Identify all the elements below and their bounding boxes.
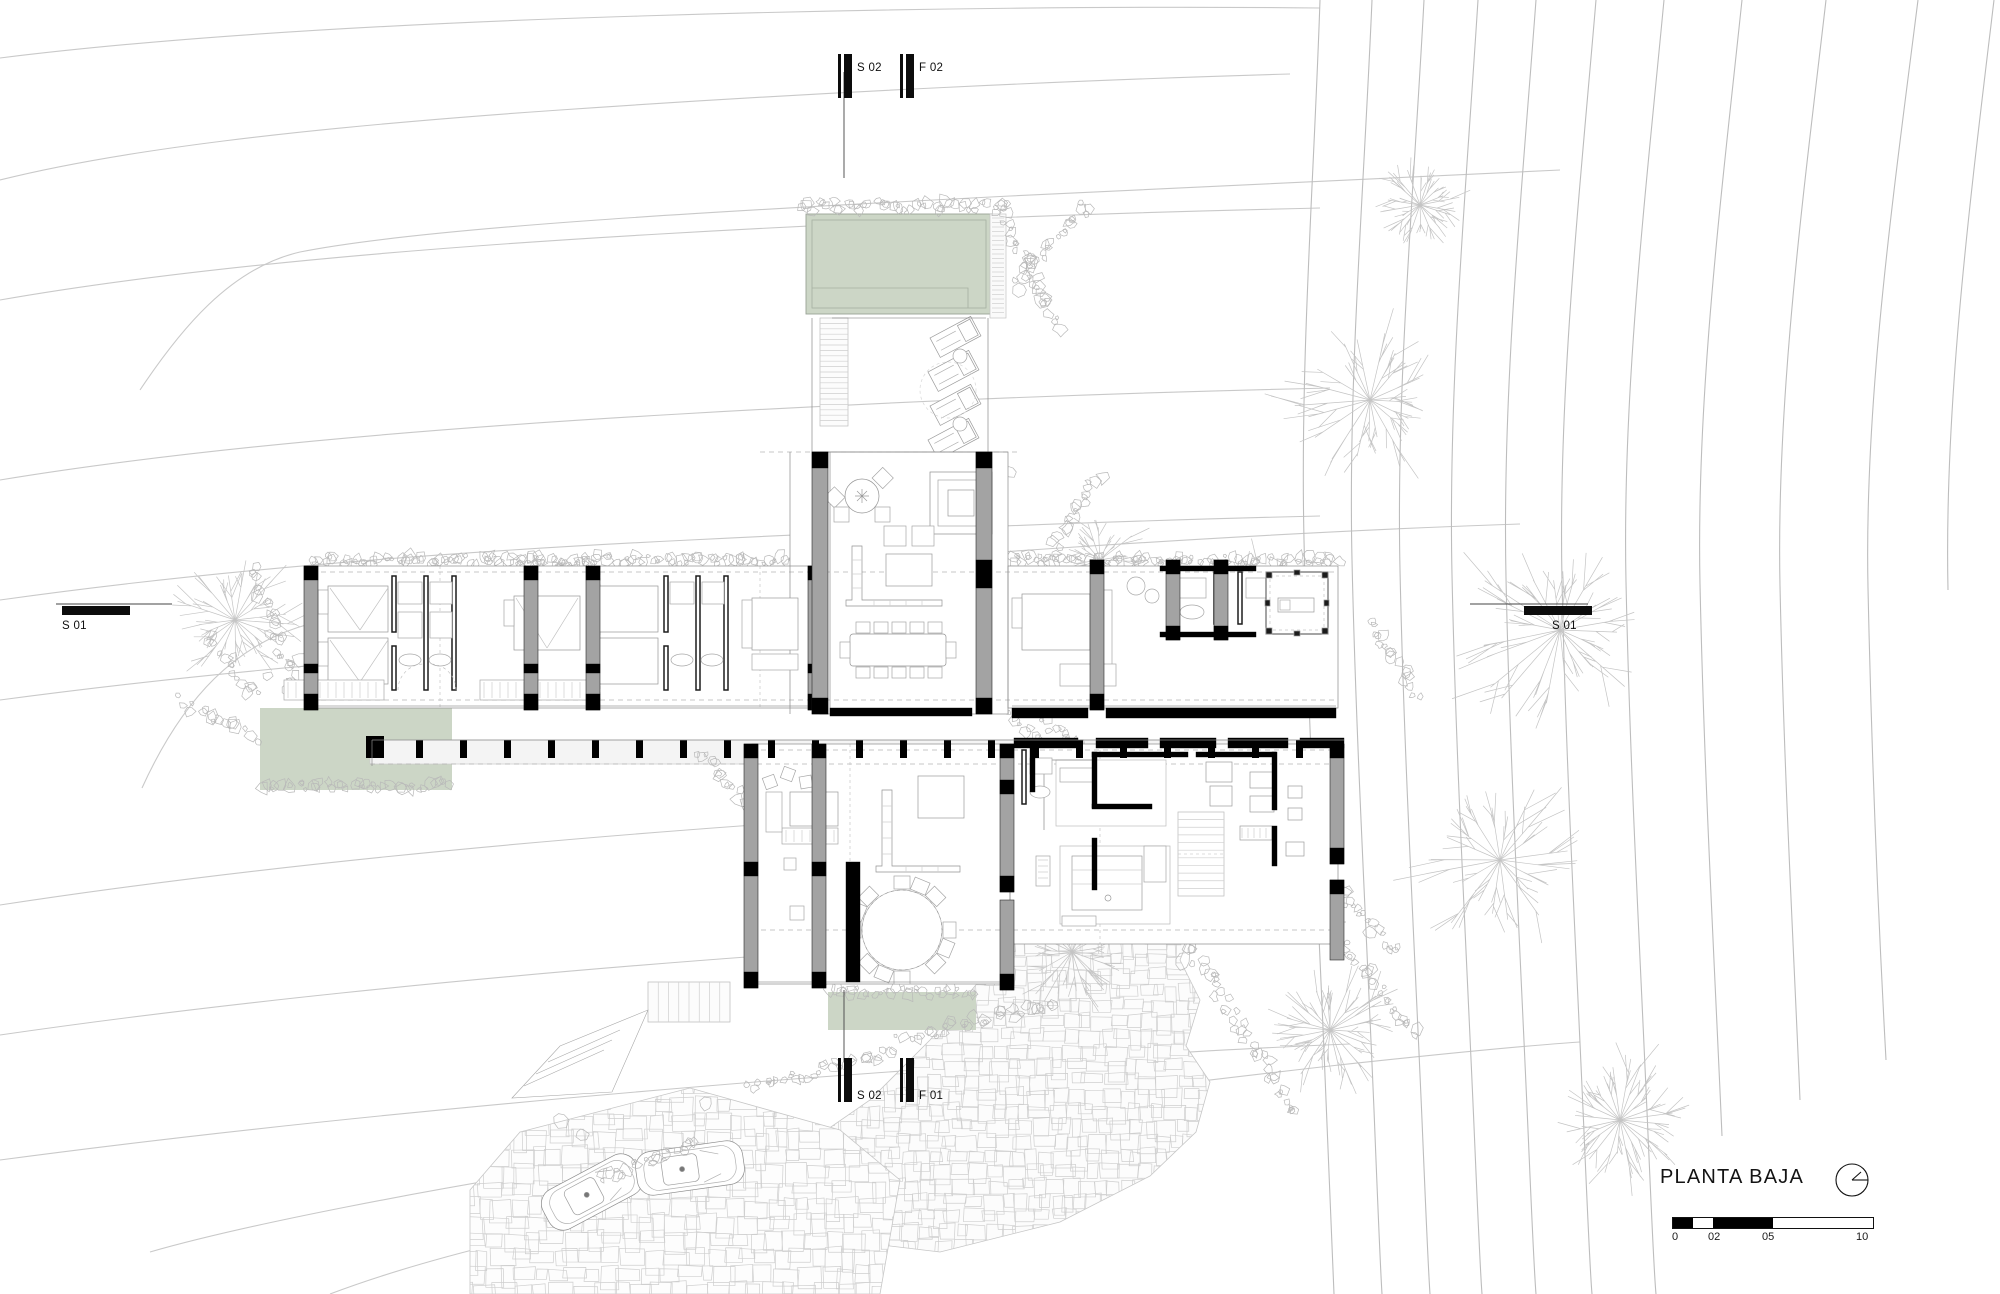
scale-tick-0: 0 [1672,1231,1679,1243]
boulder [699,1096,712,1112]
colonnade-post [856,740,863,758]
interior-stair [1177,811,1225,897]
parked-car-1 [541,1153,643,1231]
scale-bar-segment-0 [1673,1218,1693,1228]
shrub-border [175,692,262,746]
pool-stair [819,317,849,427]
tree-canopy [1393,787,1580,944]
tree-canopy [172,560,305,672]
marker-label-top-s02: S 02 [857,62,882,74]
marker-label-top-f02: F 02 [919,62,944,74]
colonnade-post [944,740,951,758]
scale-tick-02: 02 [1708,1231,1721,1243]
colonnade-post [812,740,819,758]
shrub-border [893,999,1059,1046]
terrace-colonnade [366,736,1303,758]
scale-bar [1672,1217,1874,1229]
boulder [553,1113,570,1129]
colonnade-post [416,740,423,758]
shrub-border [308,547,824,572]
shrub-border [203,630,262,701]
shrub-border [1036,472,1111,569]
colonnade-post [1032,740,1039,758]
scale-tick-10: 10 [1856,1231,1869,1243]
colonnade-post [636,740,643,758]
colonnade-post [900,740,907,758]
colonnade-post [592,740,599,758]
colonnade-post [680,740,687,758]
garden-pavilion [1264,569,1330,637]
marker-label-right-s01: S 01 [1552,620,1577,632]
colonnade-post [1208,740,1215,758]
south-lawn [828,992,976,1030]
tree-canopy [1264,308,1429,479]
tree-canopy [1451,552,1635,729]
colonnade-post [1296,740,1303,758]
tree-canopy [1268,965,1398,1094]
scale-bar-segment-1 [1693,1218,1713,1228]
marker-label-bottom-s02: S 02 [857,1090,882,1102]
garden-stair [511,981,731,1099]
section-tick [62,54,1592,1102]
shrub-border [1011,199,1095,284]
boulder [575,1128,590,1141]
boulder [1020,549,1037,566]
marker-label-left-s01: S 01 [62,620,87,632]
shrub-border [596,1136,699,1184]
tree-canopy [1557,1042,1690,1196]
colonnade-post [366,736,384,758]
colonnade-post [460,740,467,758]
title-block: PLANTA BAJA [1660,1166,1804,1189]
boulder [1175,952,1190,971]
colonnade-post [1252,740,1259,758]
living-dining-furniture [823,466,1330,687]
shrub-border [254,775,454,798]
shrub-border [797,193,1012,218]
page-title: PLANTA BAJA [1660,1166,1804,1188]
colonnade-post [1076,740,1083,758]
tree-canopy [1375,157,1471,244]
shrub-border [1367,617,1424,701]
colonnade-post [1164,740,1171,758]
colonnade-post [988,740,995,758]
shrub-border [1219,1005,1300,1115]
colonnade-post [548,740,555,758]
boulder [1033,292,1053,309]
boulder [1012,282,1027,298]
boulder [262,671,274,682]
north-arrow-icon [1832,1160,1872,1205]
sun-lounger-group [919,315,982,460]
scale-bar-segment-3 [1773,1218,1873,1228]
marker-label-bottom-f01: F 01 [919,1090,944,1102]
scale-bar-segment-2 [1713,1218,1773,1228]
shrub-border [1332,939,1424,1040]
colonnade-post [504,740,511,758]
lower-wing-furniture [761,749,1305,985]
scale-tick-05: 05 [1762,1231,1775,1243]
colonnade-post [724,740,731,758]
colonnade-post [1120,740,1127,758]
swimming-pool [805,213,1007,319]
colonnade-post [768,740,775,758]
